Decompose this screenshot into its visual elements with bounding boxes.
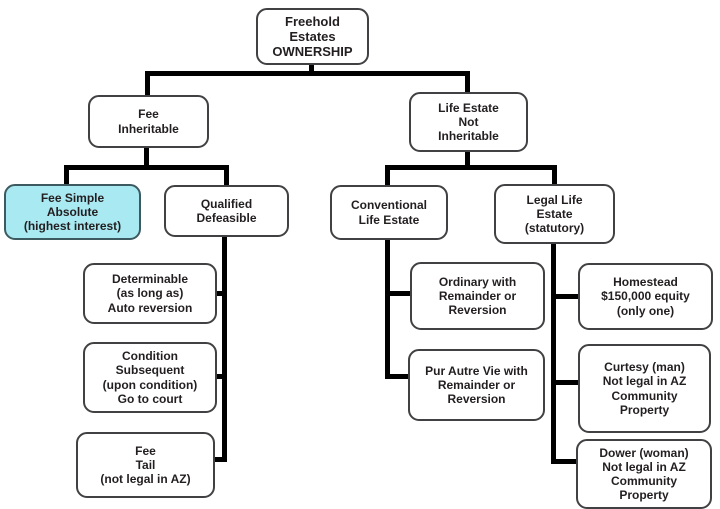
connector-life-drop <box>465 150 470 170</box>
connector-qd-spine <box>222 236 227 462</box>
node-qualified-defeasible: Qualified Defeasible <box>164 185 289 237</box>
connector-homestead-stub <box>554 294 580 299</box>
node-life-estate-not-inheritable: Life Estate Not Inheritable <box>409 92 528 152</box>
connector-root-drop <box>309 63 314 75</box>
node-label: Dower (woman) Not legal in AZ Community … <box>599 445 689 503</box>
connector-qd-drop <box>224 165 229 187</box>
node-label: Fee Simple Absolute (highest interest) <box>23 190 122 234</box>
node-legal-life-estate: Legal Life Estate (statutory) <box>494 184 615 244</box>
node-label: Conventional Life Estate <box>350 198 427 227</box>
node-label: Fee Inheritable <box>118 107 179 136</box>
node-homestead: Homestead $150,000 equity (only one) <box>578 263 713 330</box>
node-ordinary-with-remainder: Ordinary with Remainder or Reversion <box>410 262 545 330</box>
node-fee-simple-absolute: Fee Simple Absolute (highest interest) <box>4 184 141 240</box>
connector-curtesy-stub <box>554 380 580 385</box>
connector-conv-spine <box>385 239 390 379</box>
connector-life-rise <box>465 71 470 94</box>
connector-left-horizontal <box>64 165 229 170</box>
node-label: Determinable (as long as) Auto reversion <box>107 272 193 315</box>
connector-dower-corner <box>551 459 578 464</box>
connector-ordinary-stub <box>388 291 412 296</box>
node-label: Homestead $150,000 equity (only one) <box>601 275 690 318</box>
connector-feetail-corner <box>213 457 227 462</box>
node-determinable: Determinable (as long as) Auto reversion <box>83 263 217 324</box>
node-label: Condition Subsequent (upon condition) Go… <box>102 349 198 406</box>
node-curtesy: Curtesy (man) Not legal in AZ Community … <box>578 344 711 433</box>
node-label: Ordinary with Remainder or Reversion <box>438 274 517 318</box>
connector-conv-drop <box>385 165 390 187</box>
connector-top-horizontal <box>145 71 470 76</box>
node-label: Legal Life Estate (statutory) <box>524 192 585 236</box>
connector-fee-rise <box>145 71 150 97</box>
connector-condition-stub <box>215 374 227 379</box>
node-label: Curtesy (man) Not legal in AZ Community … <box>602 360 687 417</box>
node-conventional-life-estate: Conventional Life Estate <box>330 185 448 240</box>
node-label: Life Estate Not Inheritable <box>438 100 499 144</box>
node-fee-tail: Fee Tail (not legal in AZ) <box>76 432 215 498</box>
connector-right-horizontal <box>385 165 557 170</box>
connector-fsa-drop <box>64 165 69 186</box>
node-freehold-estates-ownership: Freehold Estates OWNERSHIP <box>256 8 369 65</box>
connector-determinable-stub <box>215 291 227 296</box>
node-label: Freehold Estates OWNERSHIP <box>272 13 353 60</box>
node-fee-inheritable: Fee Inheritable <box>88 95 209 148</box>
node-label: Fee Tail (not legal in AZ) <box>100 443 191 487</box>
connector-legal-spine <box>551 242 556 464</box>
node-pur-autre-vie: Pur Autre Vie with Remainder or Reversio… <box>408 349 545 421</box>
node-condition-subsequent: Condition Subsequent (upon condition) Go… <box>83 342 217 413</box>
connector-fee-drop <box>144 146 149 170</box>
node-label: Qualified Defeasible <box>196 196 257 225</box>
connector-legal-drop <box>552 165 557 186</box>
connector-purautrevie-corner <box>385 374 410 379</box>
node-dower: Dower (woman) Not legal in AZ Community … <box>576 439 712 509</box>
node-label: Pur Autre Vie with Remainder or Reversio… <box>425 363 528 407</box>
